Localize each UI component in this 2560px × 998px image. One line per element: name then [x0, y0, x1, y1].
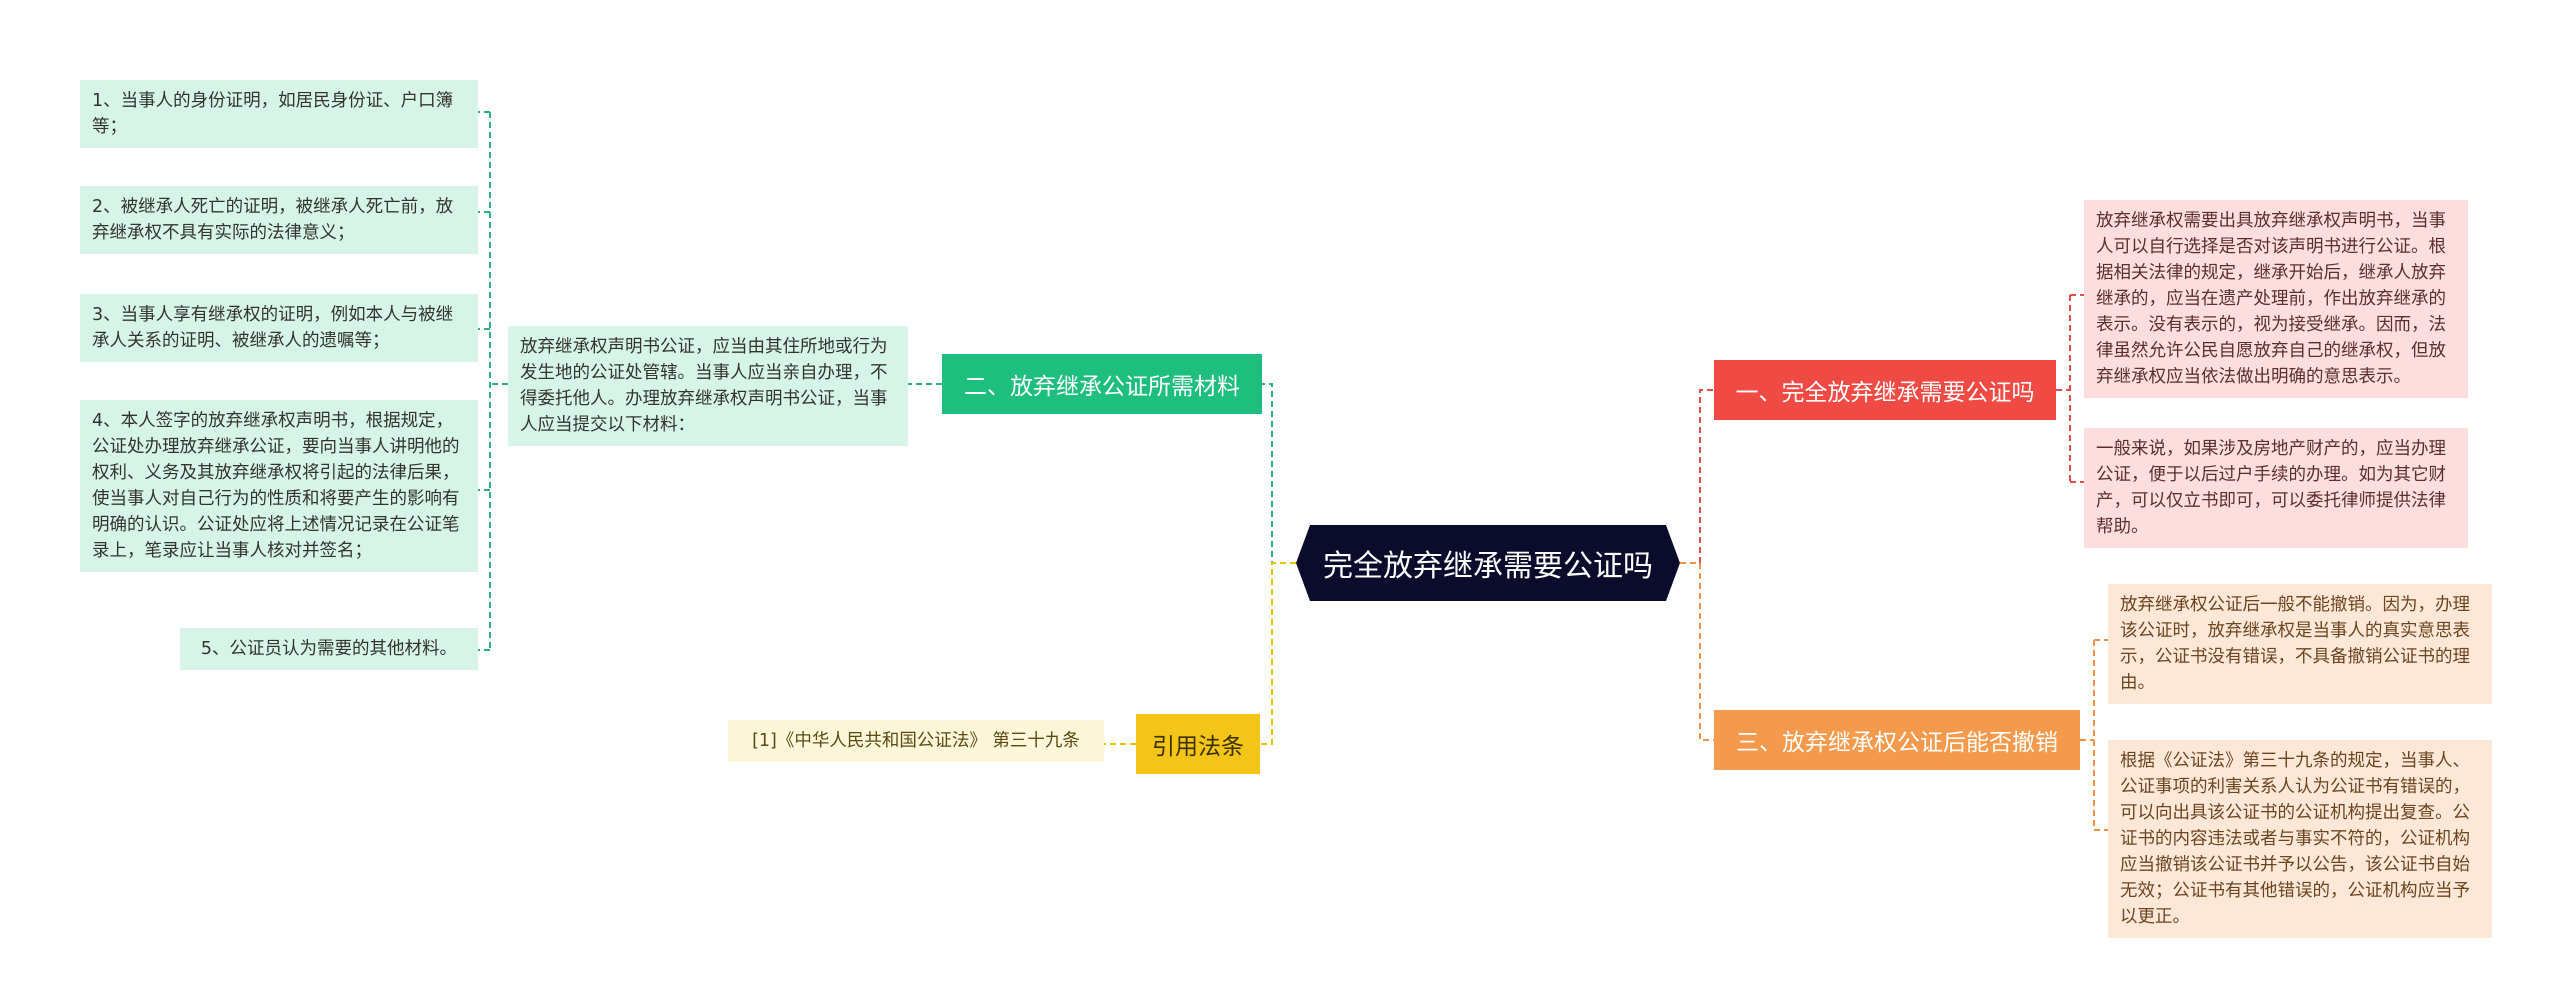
materials-item-4[interactable]: 4、本人签字的放弃继承权声明书，根据规定，公证处办理放弃继承公证，要向当事人讲明… [80, 400, 478, 572]
link-intro-items [478, 111, 508, 651]
link-root-law [1260, 562, 1296, 745]
materials-item-5[interactable]: 5、公证员认为需要的其他材料。 [180, 628, 478, 670]
materials-item-text: 5、公证员认为需要的其他材料。 [200, 639, 458, 659]
materials-item-text: 3、当事人享有继承权的证明，例如本人与被继承人关系的证明、被继承人的遗嘱等； [92, 305, 454, 351]
link-root-revoke [1680, 562, 1714, 741]
revoke-item-1[interactable]: 放弃继承权公证后一般不能撤销。因为，办理该公证时，放弃继承权是当事人的真实意思表… [2108, 584, 2492, 704]
link-need-items [2056, 294, 2084, 483]
revoke-item-text: 根据《公证法》第三十九条的规定，当事人、公证事项的利害关系人认为公证书有错误的，… [2120, 751, 2470, 927]
link-root-need [1680, 389, 1714, 564]
root-node[interactable]: 完全放弃继承需要公证吗 [1296, 525, 1680, 601]
materials-intro-text: 放弃继承权声明书公证，应当由其住所地或行为发生地的公证处管辖。当事人应当亲自办理… [520, 337, 888, 435]
need-item-text: 放弃继承权需要出具放弃继承权声明书，当事人可以自行选择是否对该声明书进行公证。根… [2096, 211, 2446, 387]
need-item-2[interactable]: 一般来说，如果涉及房地产财产的，应当办理公证，便于以后过户手续的办理。如为其它财… [2084, 428, 2468, 548]
materials-item-3[interactable]: 3、当事人享有继承权的证明，例如本人与被继承人关系的证明、被继承人的遗嘱等； [80, 294, 478, 362]
revoke-item-text: 放弃继承权公证后一般不能撤销。因为，办理该公证时，放弃继承权是当事人的真实意思表… [2120, 595, 2470, 693]
materials-item-text: 1、当事人的身份证明，如居民身份证、户口簿等； [92, 91, 454, 137]
law-item-text: [1]《中华人民共和国公证法》 第三十九条 [752, 731, 1080, 751]
branch-revoke[interactable]: 三、放弃继承权公证后能否撤销 [1714, 710, 2080, 770]
need-item-1[interactable]: 放弃继承权需要出具放弃继承权声明书，当事人可以自行选择是否对该声明书进行公证。根… [2084, 200, 2468, 398]
root-title: 完全放弃继承需要公证吗 [1323, 549, 1653, 584]
branch-need[interactable]: 一、完全放弃继承需要公证吗 [1714, 360, 2056, 420]
need-item-text: 一般来说，如果涉及房地产财产的，应当办理公证，便于以后过户手续的办理。如为其它财… [2096, 439, 2446, 537]
branch-revoke-label: 三、放弃继承权公证后能否撤销 [1736, 730, 2058, 756]
branch-materials[interactable]: 二、放弃继承公证所需材料 [942, 354, 1262, 414]
materials-intro-node[interactable]: 放弃继承权声明书公证，应当由其住所地或行为发生地的公证处管辖。当事人应当亲自办理… [508, 326, 908, 446]
link-root-materials [1262, 383, 1296, 564]
link-revoke-items [2080, 639, 2108, 831]
branch-law[interactable]: 引用法条 [1136, 714, 1260, 774]
branch-materials-label: 二、放弃继承公证所需材料 [964, 374, 1240, 400]
materials-item-1[interactable]: 1、当事人的身份证明，如居民身份证、户口簿等； [80, 80, 478, 148]
materials-item-2[interactable]: 2、被继承人死亡的证明，被继承人死亡前，放弃继承权不具有实际的法律意义； [80, 186, 478, 254]
branch-need-label: 一、完全放弃继承需要公证吗 [1735, 380, 2035, 406]
materials-item-text: 2、被继承人死亡的证明，被继承人死亡前，放弃继承权不具有实际的法律意义； [92, 197, 454, 243]
materials-item-text: 4、本人签字的放弃继承权声明书，根据规定，公证处办理放弃继承公证，要向当事人讲明… [92, 411, 460, 561]
branch-law-label: 引用法条 [1152, 734, 1244, 760]
law-item-1[interactable]: [1]《中华人民共和国公证法》 第三十九条 [728, 720, 1104, 762]
revoke-item-2[interactable]: 根据《公证法》第三十九条的规定，当事人、公证事项的利害关系人认为公证书有错误的，… [2108, 740, 2492, 938]
